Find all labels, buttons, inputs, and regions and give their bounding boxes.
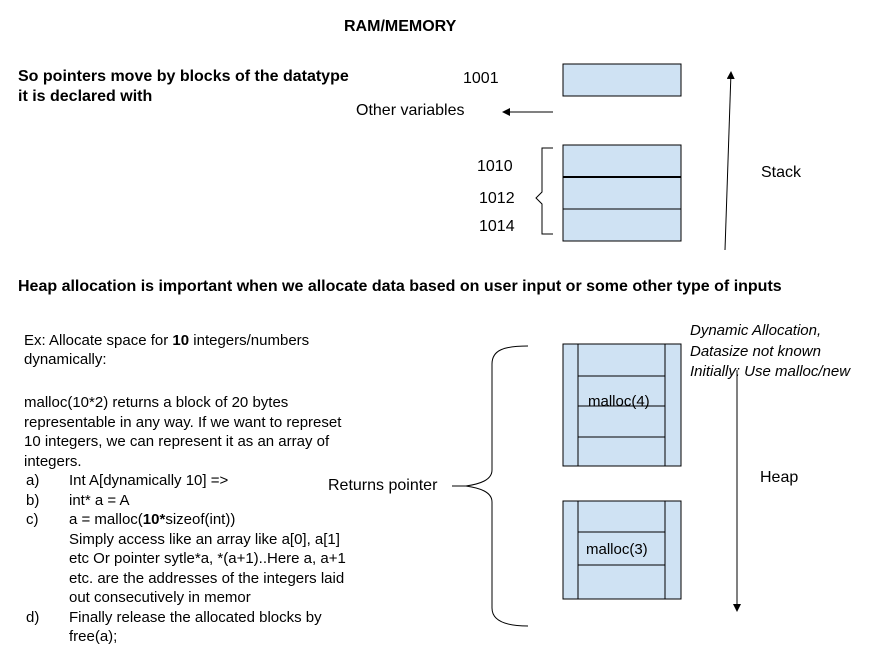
address-1012: 1012 xyxy=(479,190,515,207)
malloc-3-label: malloc(3) xyxy=(586,541,648,558)
dynamic-note-line-3: Initially: Use malloc/new xyxy=(690,363,851,380)
pointers-note-line-1: So pointers move by blocks of the dataty… xyxy=(18,68,349,85)
list-item: out consecutively in memor xyxy=(69,589,251,606)
example-paragraph: malloc(10*2) returns a block of 20 bytes… xyxy=(24,393,341,471)
list-item: etc. are the addresses of the integers l… xyxy=(69,569,345,587)
pointers-note-line-2: it is declared with xyxy=(18,88,153,105)
malloc-4-label: malloc(4) xyxy=(588,393,650,410)
page-title: RAM/MEMORY xyxy=(344,18,457,35)
heap-block-malloc-3 xyxy=(562,500,682,600)
heap-brace xyxy=(465,345,529,627)
stack-array-blocks xyxy=(562,144,682,242)
stack-label: Stack xyxy=(761,164,802,181)
heap-allocation-note: Heap allocation is important when we all… xyxy=(18,278,782,295)
example-intro-line-2: dynamically: xyxy=(24,351,107,368)
list-item: c)a = malloc(10*sizeof(int)) xyxy=(26,511,236,528)
heap-block-malloc-4 xyxy=(562,343,682,467)
dynamic-note-line-2: Datasize not known xyxy=(690,343,821,360)
list-item: d)Finally release the allocated blocks b… xyxy=(26,608,322,626)
dynamic-note-line-1: Dynamic Allocation, xyxy=(690,322,822,339)
example-paragraph-line: 10 integers, we can represent it as an a… xyxy=(24,433,330,450)
list-item: free(a); xyxy=(69,628,118,645)
example-intro-line-1: Ex: Allocate space for 10 integers/numbe… xyxy=(24,332,310,349)
list-item: b) int* a = A xyxy=(26,491,130,509)
array-brace xyxy=(535,147,553,235)
example-paragraph-line: malloc(10*2) returns a block of 20 bytes xyxy=(24,394,289,411)
address-1001: 1001 xyxy=(463,70,499,87)
address-1014: 1014 xyxy=(479,218,515,235)
list-item: etc Or pointer sytle*a, *(a+1)..Here a, … xyxy=(69,550,346,567)
example-list: a)Int A[dynamically 10] => b) int* a = A… xyxy=(26,471,426,647)
heap-label: Heap xyxy=(760,469,799,486)
example-paragraph-line: representable in any way. If we want to … xyxy=(24,413,342,431)
stack-block-1001 xyxy=(562,63,682,97)
list-item: a)Int A[dynamically 10] => xyxy=(26,472,229,489)
address-1010: 1010 xyxy=(477,158,513,175)
stack-direction-arrow xyxy=(724,71,735,251)
other-variables-label: Other variables xyxy=(356,102,465,119)
list-item: Simply access like an array like a[0], a… xyxy=(69,530,340,548)
example-paragraph-line: integers. xyxy=(24,452,82,470)
returns-pointer-label: Returns pointer xyxy=(328,477,438,494)
